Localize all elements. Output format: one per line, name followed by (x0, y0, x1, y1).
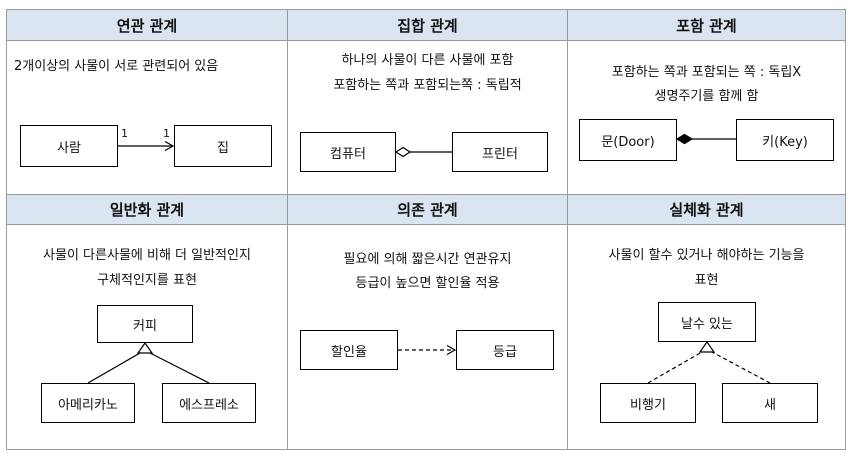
realization-box-airplane: 비행기 (600, 383, 696, 423)
association-multiplicity-b: 1 (163, 127, 170, 140)
aggregation-connector (394, 146, 452, 158)
composition-description-line2: 생명주기를 함께 함 (654, 89, 759, 104)
composition-description-line1: 포함하는 쪽과 포함되는 쪽 : 독립X (611, 65, 802, 80)
association-box-house: 집 (174, 125, 272, 167)
header-aggregation: 집합 관계 (288, 10, 567, 40)
generalization-box-americano: 아메리카노 (41, 383, 135, 423)
association-multiplicity-a: 1 (121, 127, 128, 140)
realization-box-can-fly: 날수 있는 (658, 302, 756, 342)
dependency-box-grade: 등급 (456, 330, 554, 370)
hollow-triangle-icon (698, 340, 716, 353)
aggregation-description-line2: 포함하는 쪽과 포함되는쪽 : 독립적 (333, 78, 522, 93)
dependency-arrow (398, 344, 457, 356)
realization-description-line1: 사물이 할수 있거나 해야하는 기능을 (608, 248, 805, 263)
header-generalization: 일반화 관계 (7, 195, 287, 224)
aggregation-description-line1: 하나의 사물이 다른 사물에 포함 (341, 53, 514, 68)
composition-connector (675, 133, 736, 145)
realization-description-line2: 표현 (694, 273, 719, 288)
dependency-description-line1: 필요에 의해 짧은시간 연관유지 (343, 252, 512, 267)
composition-box-door: 문(Door) (579, 119, 677, 161)
generalization-box-espresso: 에스프레소 (162, 383, 256, 423)
aggregation-box-computer: 컴퓨터 (300, 132, 396, 172)
aggregation-box-printer: 프린터 (452, 132, 548, 172)
hollow-triangle-icon (136, 341, 154, 354)
header-association: 연관 관계 (7, 10, 287, 40)
generalization-description-line1: 사물이 다른사물에 비해 더 일반적인지 (43, 248, 251, 263)
association-box-person: 사람 (20, 125, 118, 167)
association-arrow (118, 140, 175, 152)
association-description: 2개이상의 사물이 서로 관련되어 있음 (14, 59, 219, 74)
header-realization: 실체화 관계 (568, 195, 845, 224)
header-composition: 포함 관계 (568, 10, 845, 40)
filled-diamond-icon (675, 133, 694, 145)
dependency-description-line2: 등급이 높으면 할인율 적용 (355, 276, 500, 291)
generalization-connector (87, 341, 210, 384)
header-dependency: 의존 관계 (288, 195, 567, 224)
generalization-box-coffee: 커피 (97, 305, 193, 343)
generalization-description-line2: 구체적인지를 표현 (97, 273, 197, 288)
hollow-diamond-icon (394, 146, 412, 158)
dependency-box-discount: 할인율 (300, 330, 398, 370)
composition-box-key: 키(Key) (736, 119, 834, 161)
realization-box-bird: 새 (722, 383, 818, 423)
realization-connector (647, 340, 771, 384)
